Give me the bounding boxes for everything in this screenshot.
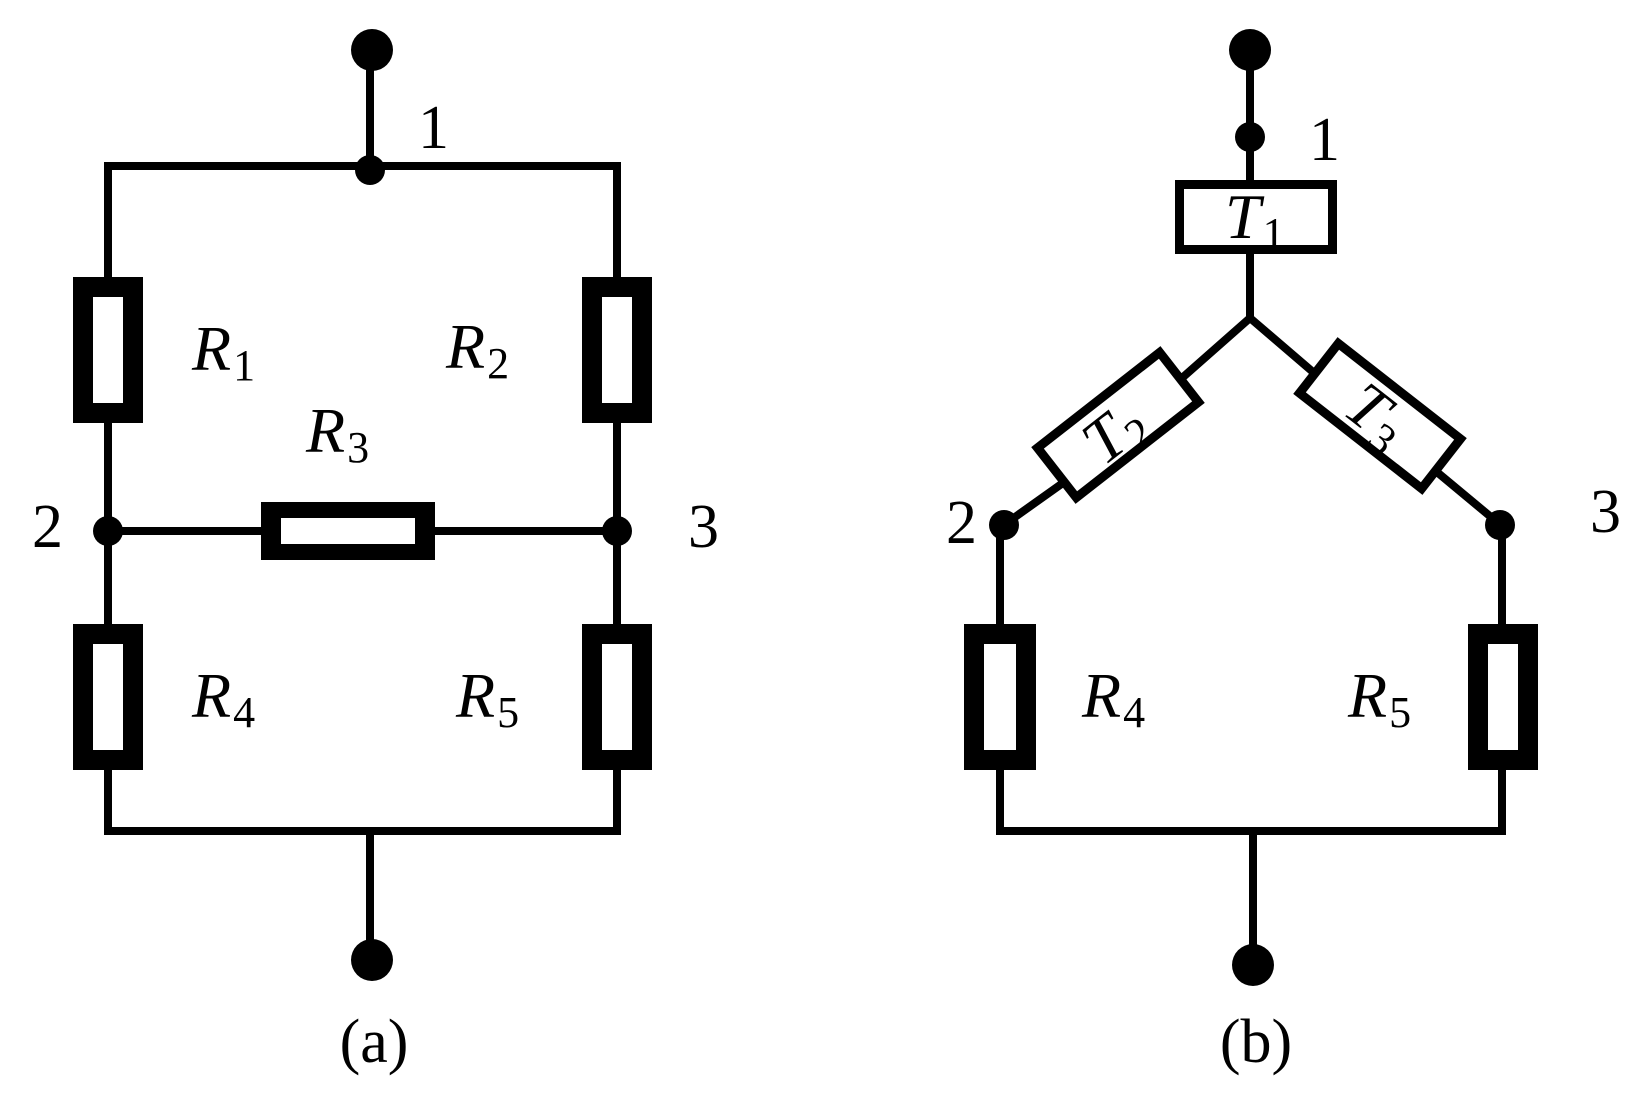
resistor-label-r5: R5 — [455, 660, 519, 737]
resistor-r5 — [582, 624, 652, 770]
node-label-1-b: 1 — [1309, 106, 1340, 174]
node-label-2-b: 2 — [946, 489, 977, 557]
caption-a: (a) — [340, 1008, 409, 1076]
node-label-2-a: 2 — [32, 493, 63, 561]
resistor-label-r4-b: R4 — [1081, 660, 1145, 737]
diagram-b-wires — [996, 46, 1506, 969]
element-t2 — [1031, 346, 1205, 504]
resistor-r2 — [582, 277, 652, 423]
node-3-b — [1485, 510, 1515, 540]
terminal-bottom-a — [351, 939, 393, 981]
terminal-bottom-b — [1232, 944, 1274, 986]
node-2-b — [989, 510, 1019, 540]
resistor-label-r4: R4 — [191, 660, 255, 737]
resistor-label-r5-b: R5 — [1347, 660, 1411, 737]
node-1-b — [1235, 122, 1265, 152]
element-label-t1: T1 — [1225, 181, 1285, 258]
diagram-a-wires — [104, 46, 621, 964]
resistor-r5-b — [1468, 624, 1538, 770]
resistor-label-r3: R3 — [305, 395, 369, 472]
diagram-b: 1 2 3 T1 T2 T3 R4 R5 (b) — [946, 29, 1621, 1076]
diagram-a: 1 2 3 R1 R2 R3 R4 R5 (a) — [32, 29, 719, 1076]
node-label-3-b: 3 — [1590, 478, 1621, 546]
resistor-r1 — [73, 277, 143, 423]
resistor-r4-b — [964, 624, 1036, 770]
terminal-top-b — [1229, 29, 1271, 71]
node-label-3-a: 3 — [688, 493, 719, 561]
element-t1 — [1175, 180, 1337, 254]
resistor-label-r1: R1 — [191, 313, 255, 390]
resistor-r3 — [261, 502, 435, 560]
resistor-label-r2: R2 — [445, 311, 509, 388]
junction-2-a — [93, 516, 123, 546]
junction-1-a — [355, 155, 385, 185]
resistor-r4 — [73, 624, 143, 770]
caption-b: (b) — [1220, 1008, 1292, 1076]
element-t3 — [1293, 337, 1467, 495]
junction-3-a — [602, 516, 632, 546]
terminal-top-a — [351, 29, 393, 71]
node-label-1-a: 1 — [418, 94, 449, 162]
